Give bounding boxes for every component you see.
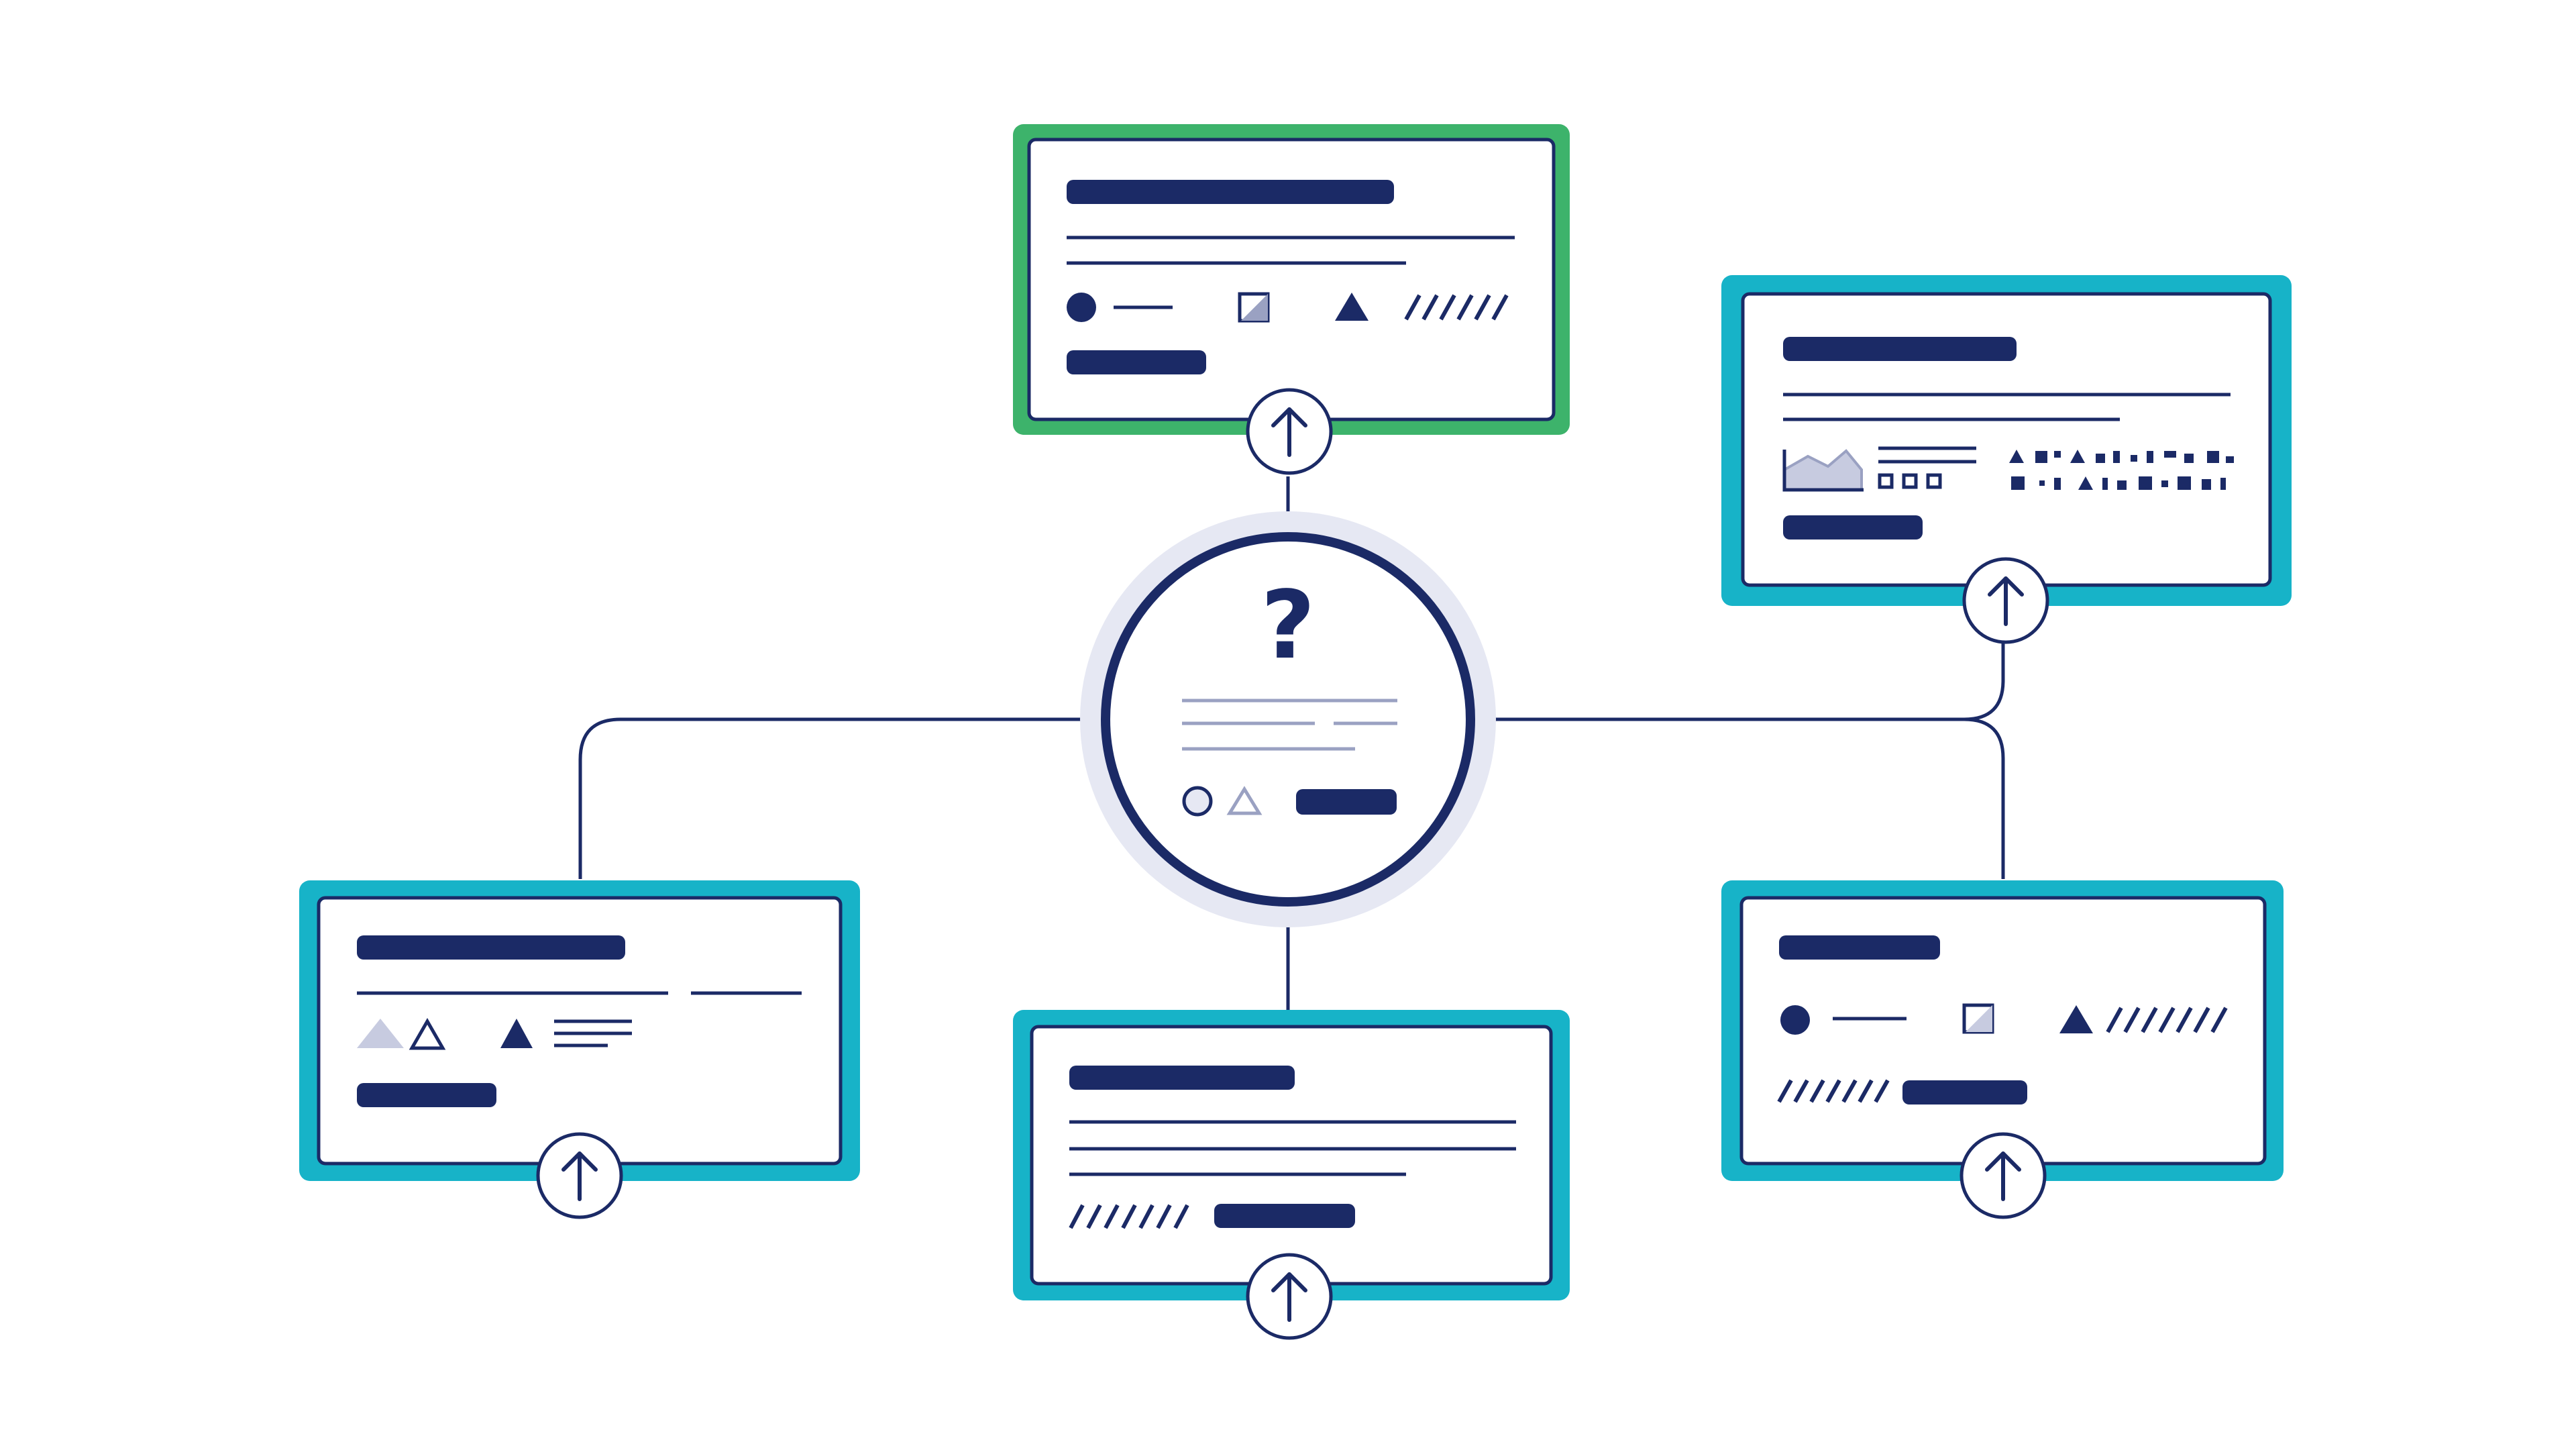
card-title-bar: [1069, 1066, 1295, 1090]
hatch-pattern: [2106, 1007, 2228, 1033]
arrow-up-icon: [1271, 1272, 1307, 1322]
card-title-bar: [357, 935, 625, 960]
card-title-bar: [1779, 935, 1940, 960]
card-action-bar: [1902, 1080, 2027, 1105]
triangle-icon: [1226, 786, 1263, 815]
card-action-bar: [1783, 515, 1923, 540]
arrow-up-button[interactable]: [536, 1132, 623, 1219]
connector-left: [578, 717, 1107, 879]
card-bottom-center[interactable]: [1013, 1010, 1570, 1340]
arrow-up-icon: [561, 1151, 598, 1201]
triangle-icon: [500, 1019, 533, 1048]
center-pill[interactable]: [1296, 789, 1397, 815]
hatch-pattern: [1777, 1079, 1890, 1103]
connector-right-upper: [1469, 643, 2005, 721]
arrow-up-button[interactable]: [1246, 1253, 1333, 1340]
question-mark: ?: [1260, 571, 1315, 680]
arrow-up-button[interactable]: [1246, 388, 1333, 475]
area-chart-icon: [1782, 449, 1864, 492]
card-action-bar: [1214, 1204, 1355, 1228]
arrow-up-button[interactable]: [1960, 1132, 2047, 1219]
triangle-icon: [2059, 1005, 2093, 1033]
card-title-bar: [1067, 180, 1394, 204]
hatch-pattern: [1069, 1204, 1189, 1229]
card-top[interactable]: [1013, 124, 1570, 475]
dot-icon: [1067, 293, 1096, 322]
triangle-icon: [1335, 293, 1368, 321]
square-icon: [1238, 292, 1270, 323]
connector-right-lower: [1964, 717, 2005, 879]
card-bottom-left[interactable]: [299, 880, 860, 1219]
hatch-pattern: [1404, 294, 1509, 321]
circle-icon: [1182, 786, 1213, 817]
card-bottom-right[interactable]: [1721, 880, 2284, 1219]
triangle-icon: [409, 1017, 446, 1050]
arrow-up-icon: [1271, 407, 1307, 457]
card-action-bar: [357, 1083, 496, 1107]
card-title-bar: [1783, 337, 2017, 361]
arrow-up-icon: [1988, 576, 2024, 626]
arrow-up-button[interactable]: [1962, 557, 2049, 644]
box-row: [1878, 473, 1942, 489]
card-right[interactable]: [1721, 275, 2292, 644]
card-action-bar: [1067, 350, 1206, 374]
dot-icon: [1780, 1005, 1810, 1035]
triangle-icon: [357, 1019, 404, 1048]
arrow-up-icon: [1985, 1151, 2021, 1201]
center-node: ?: [1080, 511, 1496, 927]
symbol-grid: [2009, 450, 2234, 490]
square-icon: [1962, 1003, 1994, 1034]
